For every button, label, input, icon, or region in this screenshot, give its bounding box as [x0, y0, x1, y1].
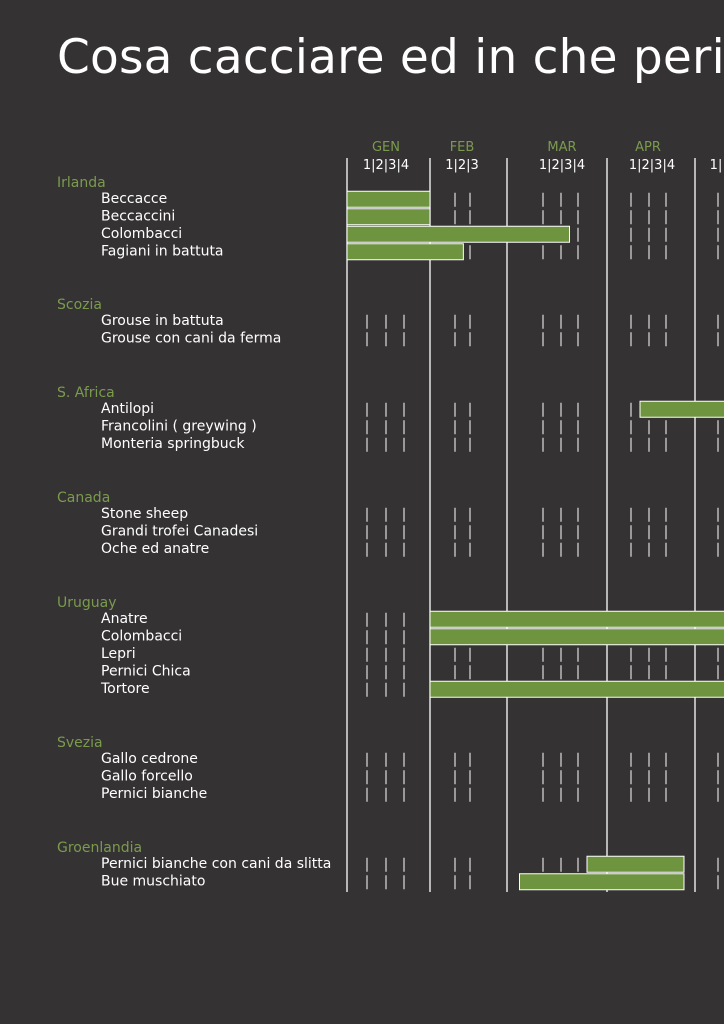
season-bar: [429, 628, 724, 646]
week-numbers: 1|: [710, 158, 723, 173]
country-label: Canada: [57, 490, 110, 506]
species-label: Monteria springbuck: [101, 436, 245, 452]
species-label: Colombacci: [101, 226, 182, 242]
season-bar: [429, 680, 724, 698]
page-title: Cosa cacciare ed in che periodo: [57, 30, 724, 85]
species-label: Pernici bianche: [101, 786, 207, 802]
species-label: Gallo forcello: [101, 768, 193, 784]
species-label: Beccaccini: [101, 208, 175, 224]
species-label: Grouse in battuta: [101, 313, 224, 329]
season-bar: [346, 243, 464, 261]
season-bar: [346, 208, 431, 226]
country-label: Scozia: [57, 297, 102, 313]
species-label: Colombacci: [101, 628, 182, 644]
country-label: Svezia: [57, 735, 103, 751]
season-bar: [346, 190, 431, 208]
species-label: Bue muschiato: [101, 873, 205, 889]
species-label: Fagiani in battuta: [101, 243, 224, 259]
species-label: Tortore: [100, 681, 150, 697]
month-label: MAR: [547, 140, 576, 155]
species-label: Grouse con cani da ferma: [101, 330, 281, 346]
week-numbers: 1|2|3|4: [363, 158, 409, 173]
country-label: Irlanda: [57, 175, 106, 191]
country-label: Uruguay: [57, 595, 117, 611]
species-label: Oche ed anatre: [101, 541, 209, 557]
species-label: Antilopi: [101, 401, 154, 417]
species-label: Pernici bianche con cani da slitta: [101, 856, 331, 872]
species-label: Anatre: [101, 611, 148, 627]
month-label: GEN: [372, 140, 400, 155]
species-label: Beccacce: [101, 191, 167, 207]
species-label: Pernici Chica: [101, 663, 191, 679]
country-label: S. Africa: [57, 385, 115, 401]
season-bar: [639, 400, 724, 418]
species-label: Lepri: [101, 646, 136, 662]
season-bar: [346, 225, 570, 243]
week-numbers: 1|2|3|4: [629, 158, 675, 173]
species-label: Grandi trofei Canadesi: [101, 523, 258, 539]
season-bar: [586, 855, 685, 873]
species-label: Francolini ( greywing ): [101, 418, 257, 434]
species-label: Stone sheep: [101, 506, 188, 522]
season-bar: [429, 610, 724, 628]
species-label: Gallo cedrone: [101, 751, 198, 767]
week-numbers: 1|2|3|4: [539, 158, 585, 173]
country-label: Groenlandia: [57, 840, 142, 856]
month-label: APR: [635, 140, 661, 155]
week-numbers: 1|2|3: [445, 158, 479, 173]
month-label: FEB: [450, 140, 475, 155]
season-bar: [519, 873, 685, 891]
